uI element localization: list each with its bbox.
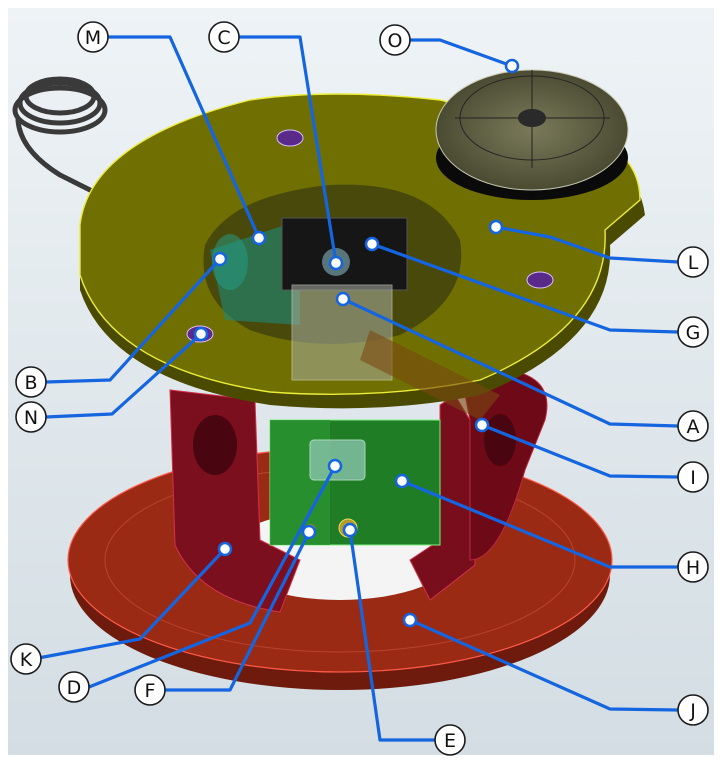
callout-a: A [677,410,709,442]
svg-text:G: G [686,322,701,344]
svg-text:K: K [20,649,33,671]
callout-n: N [15,401,47,433]
leader-b [45,257,222,384]
svg-text:H: H [686,557,700,579]
leader-n [45,332,203,419]
svg-text:J: J [689,700,696,722]
leader-o [410,38,513,68]
svg-text:A: A [687,416,700,438]
callout-i: I [677,461,709,493]
callout-h: H [677,551,709,583]
svg-text:N: N [24,407,38,429]
svg-text:C: C [217,27,230,49]
leader-g [371,242,679,334]
svg-text:E: E [444,730,456,752]
leader-e [348,529,435,742]
callout-f: F [134,674,166,706]
callout-l: L [677,246,709,278]
leader-i [481,423,679,479]
leader-l [495,225,679,264]
callout-k: K [10,643,42,675]
leader-h [401,479,678,569]
leader-d [88,465,337,689]
callout-o: O [379,24,411,56]
callout-e: E [434,724,466,756]
leader-a [342,297,679,428]
leader-lines [32,35,679,742]
svg-text:O: O [388,30,403,52]
callout-d: D [58,671,90,703]
svg-text:M: M [85,27,101,49]
green-block [269,419,441,546]
svg-text:I: I [690,467,696,489]
leader-f [165,531,311,692]
black-sensor-block [281,217,500,420]
svg-text:L: L [688,252,699,274]
callout-j: J [677,694,709,726]
callout-g: G [677,316,709,348]
leader-m [108,35,261,239]
svg-text:D: D [67,677,82,699]
callout-m: M [77,21,109,53]
callout-c: C [208,21,240,53]
leader-endpoint-dots [193,58,520,628]
cable-coil [12,76,123,208]
leader-j [409,618,679,712]
leader-k [32,547,227,661]
dial-gauge [435,69,629,200]
svg-text:B: B [24,372,37,394]
callout-b: B [15,366,47,398]
svg-text:F: F [145,680,156,702]
leader-c [239,35,338,264]
